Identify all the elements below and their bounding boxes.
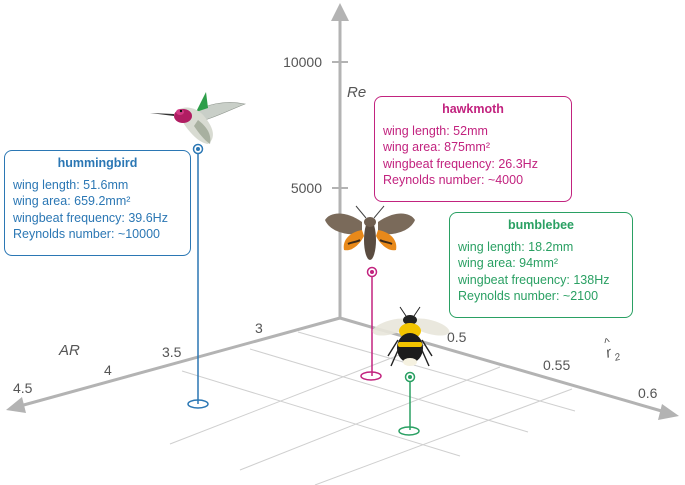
hawkmoth-wingbeat-frequency: wingbeat frequency: 26.3Hz (383, 156, 538, 171)
hawkmoth-title: hawkmoth (442, 102, 504, 116)
ar-tick-label-3-5: 3.5 (162, 344, 182, 360)
hummingbird-wing-area: wing area: 659.2mm² (13, 194, 131, 208)
hummingbird-title: hummingbird (57, 156, 138, 170)
floor-grid (169, 331, 576, 485)
hummingbird-reynolds-number: Reynolds number: ~10000 (13, 227, 160, 241)
hummingbird-wingbeat-frequency: wingbeat frequency: 39.6Hz (13, 210, 168, 225)
hawkmoth-wing-area: wing area: 875mm² (383, 140, 490, 154)
ar-axis-arrow (6, 397, 26, 413)
bumblebee-info-box: bumblebee wing length: 18.2mm wing area:… (449, 212, 633, 318)
hummingbird-illustration (150, 92, 247, 144)
r2-axis-label: r 2 ^ (603, 335, 622, 364)
hawkmoth-marker (360, 266, 382, 381)
ar-tick-label-4-5: 4.5 (13, 380, 33, 396)
bumblebee-marker (398, 371, 420, 436)
bumblebee-reynolds-number: Reynolds number: ~2100 (458, 289, 599, 303)
bumblebee-wingbeat-frequency: wingbeat frequency: 138Hz (458, 272, 610, 287)
bumblebee-title: bumblebee (508, 218, 574, 232)
r2-tick-label-0-5: 0.5 (447, 329, 467, 345)
ar-axis-line (19, 316, 341, 408)
ar-tick-label-3: 3 (255, 320, 263, 336)
bumblebee-wing-length: wing length: 18.2mm (458, 239, 574, 254)
hawkmoth-info-box: hawkmoth wing length: 52mm wing area: 87… (374, 96, 572, 202)
hummingbird-info-box: hummingbird wing length: 51.6mm wing are… (4, 150, 191, 256)
ar-axis-label: AR (58, 342, 80, 359)
r2-axis-label-letter: r (604, 344, 614, 362)
re-tick-label-10000: 10000 (283, 54, 322, 70)
r2-axis-arrow (658, 404, 679, 420)
r2-tick-label-0-55: 0.55 (543, 357, 570, 373)
r2-tick-label-0-6: 0.6 (638, 385, 658, 401)
ar-tick-label-4: 4 (104, 362, 112, 378)
re-axis-arrow (331, 3, 349, 21)
axes (6, 3, 679, 420)
r2-axis-label-subscript: 2 (612, 352, 622, 364)
bumblebee-wing-area: wing area: 94mm² (458, 256, 559, 270)
hummingbird-marker (187, 143, 209, 409)
hawkmoth-wing-length: wing length: 52mm (383, 123, 488, 138)
r2-axis-line (339, 316, 666, 414)
hawkmoth-illustration (325, 205, 415, 260)
re-tick-label-5000: 5000 (291, 180, 322, 196)
hawkmoth-reynolds-number: Reynolds number: ~4000 (383, 173, 524, 187)
r2-axis-label-hat: ^ (603, 335, 612, 350)
bumblebee-illustration (372, 306, 450, 367)
re-axis-label: Re (347, 84, 366, 101)
hummingbird-wing-length: wing length: 51.6mm (13, 177, 129, 192)
